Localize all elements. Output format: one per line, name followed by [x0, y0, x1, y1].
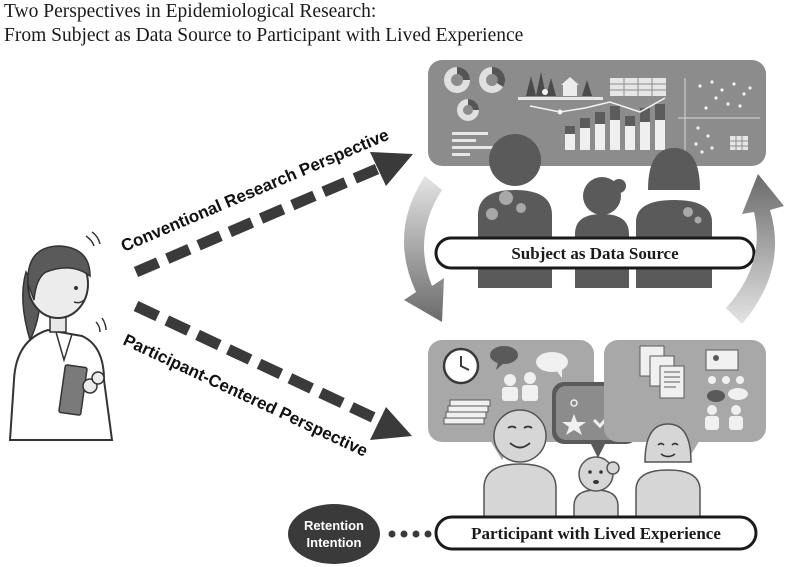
discussion-people-icon: [705, 388, 748, 430]
diagram-title-line-2: From Subject as Data Source to Participa…: [4, 25, 524, 46]
scatter-plot-icon: [678, 78, 760, 158]
stacked-bar-chart-icon: [529, 89, 666, 150]
experience-panel-right: [604, 340, 766, 456]
landscape-icon: [518, 72, 603, 100]
subject-figure-middle: [575, 177, 629, 288]
top-data-panel: [428, 60, 766, 166]
participant-label-text: Participant with Lived Experience: [471, 524, 721, 543]
participant-figure-left: [483, 409, 557, 526]
subject-label-text: Subject as Data Source: [511, 244, 679, 263]
intention-text: Intention: [307, 535, 362, 550]
bar-list-icon: [452, 132, 494, 156]
retention-connector-dots: [388, 530, 432, 538]
donut-chart-icons: [444, 66, 506, 121]
conventional-perspective-arrow: [133, 152, 413, 278]
money-stack-icon: [443, 399, 491, 425]
bottom-participant-figures: [483, 409, 701, 526]
diagram-title-line-1: Two Perspectives in Epidemiological Rese…: [4, 1, 377, 22]
presentation-icon: [705, 349, 744, 384]
researcher-figure: [8, 231, 114, 441]
retention-text: Retention: [304, 518, 364, 533]
conventional-perspective-label: Conventional Research Perspective: [118, 125, 392, 255]
document-sheets-icon: [639, 345, 685, 399]
cycle-arrow-right: [726, 174, 784, 324]
table-grid-icon: [610, 78, 666, 96]
clock-icon: [442, 347, 480, 385]
cycle-arrow-left: [403, 176, 444, 322]
participant-perspective-arrow: [133, 301, 412, 440]
speech-bubble-icons: [490, 346, 568, 378]
participant-figure-right: [635, 423, 701, 526]
people-pair-icon: [502, 372, 538, 401]
subject-as-data-source-label: Subject as Data Source: [434, 236, 756, 270]
participant-figure-middle: [573, 456, 620, 526]
bottom-experience-panels: [428, 340, 766, 460]
clipboard-icon: [58, 364, 88, 416]
participant-with-lived-experience-label: Participant with Lived Experience: [434, 515, 758, 551]
retention-intention-node: Retention Intention: [288, 504, 380, 564]
